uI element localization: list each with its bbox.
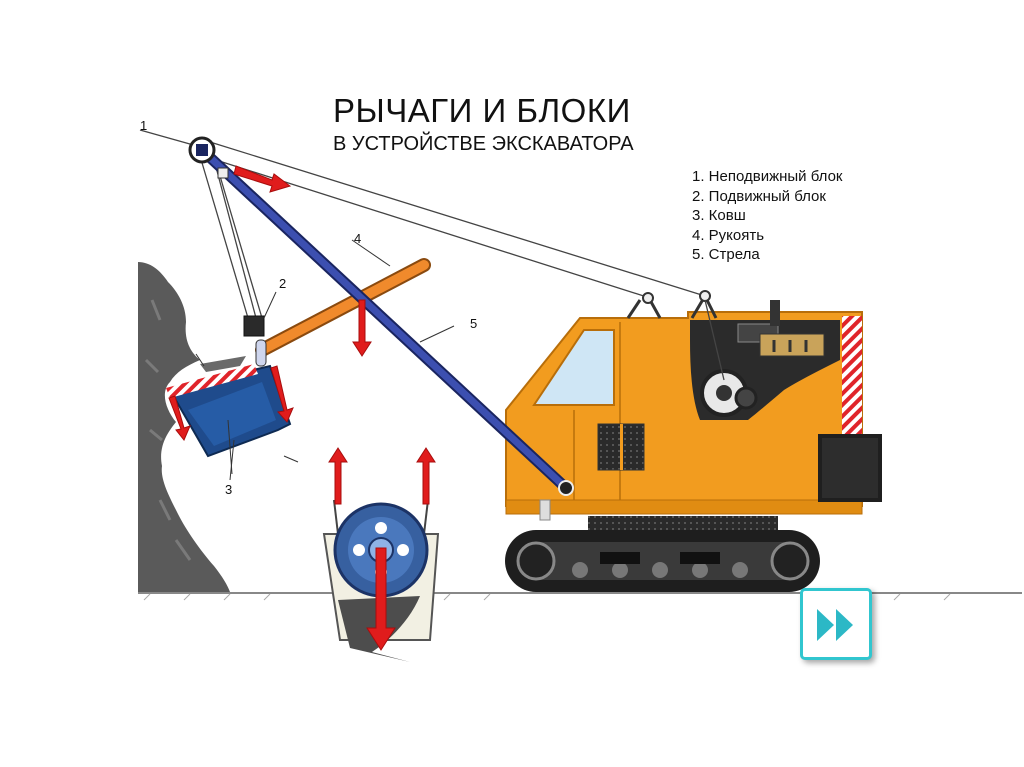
legend-item-boom: 5. Стрела [692, 245, 842, 265]
gear [736, 388, 756, 408]
legend: 1. Неподвижный блок 2. Подвижный блок 3.… [692, 167, 842, 265]
hoist-cables [140, 130, 705, 318]
legend-item-bucket: 3. Ковш [692, 206, 842, 226]
movable-pulley [244, 316, 266, 366]
legend-item-handle: 4. Рукоять [692, 226, 842, 246]
bucket [166, 356, 290, 474]
diagram-title: РЫЧАГИ И БЛОКИ [333, 92, 631, 130]
next-slide-button[interactable] [800, 588, 872, 660]
crawler-track [505, 516, 820, 592]
warning-stripes [842, 316, 862, 434]
fast-forward-icon [817, 609, 855, 641]
callout-5: 5 [470, 316, 477, 331]
callout-1: 1 [140, 118, 147, 133]
callout-4: 4 [354, 231, 361, 246]
callout-3: 3 [225, 482, 232, 497]
pulley-demo [324, 448, 438, 662]
legend-item-movable-pulley: 2. Подвижный блок [692, 187, 842, 207]
legend-item-fixed-pulley: 1. Неподвижный блок [692, 167, 842, 187]
diagram-subtitle: В УСТРОЙСТВЕ ЭКСКАВАТОРА [333, 133, 634, 156]
fixed-pulley [190, 138, 228, 178]
callout-2: 2 [279, 276, 286, 291]
